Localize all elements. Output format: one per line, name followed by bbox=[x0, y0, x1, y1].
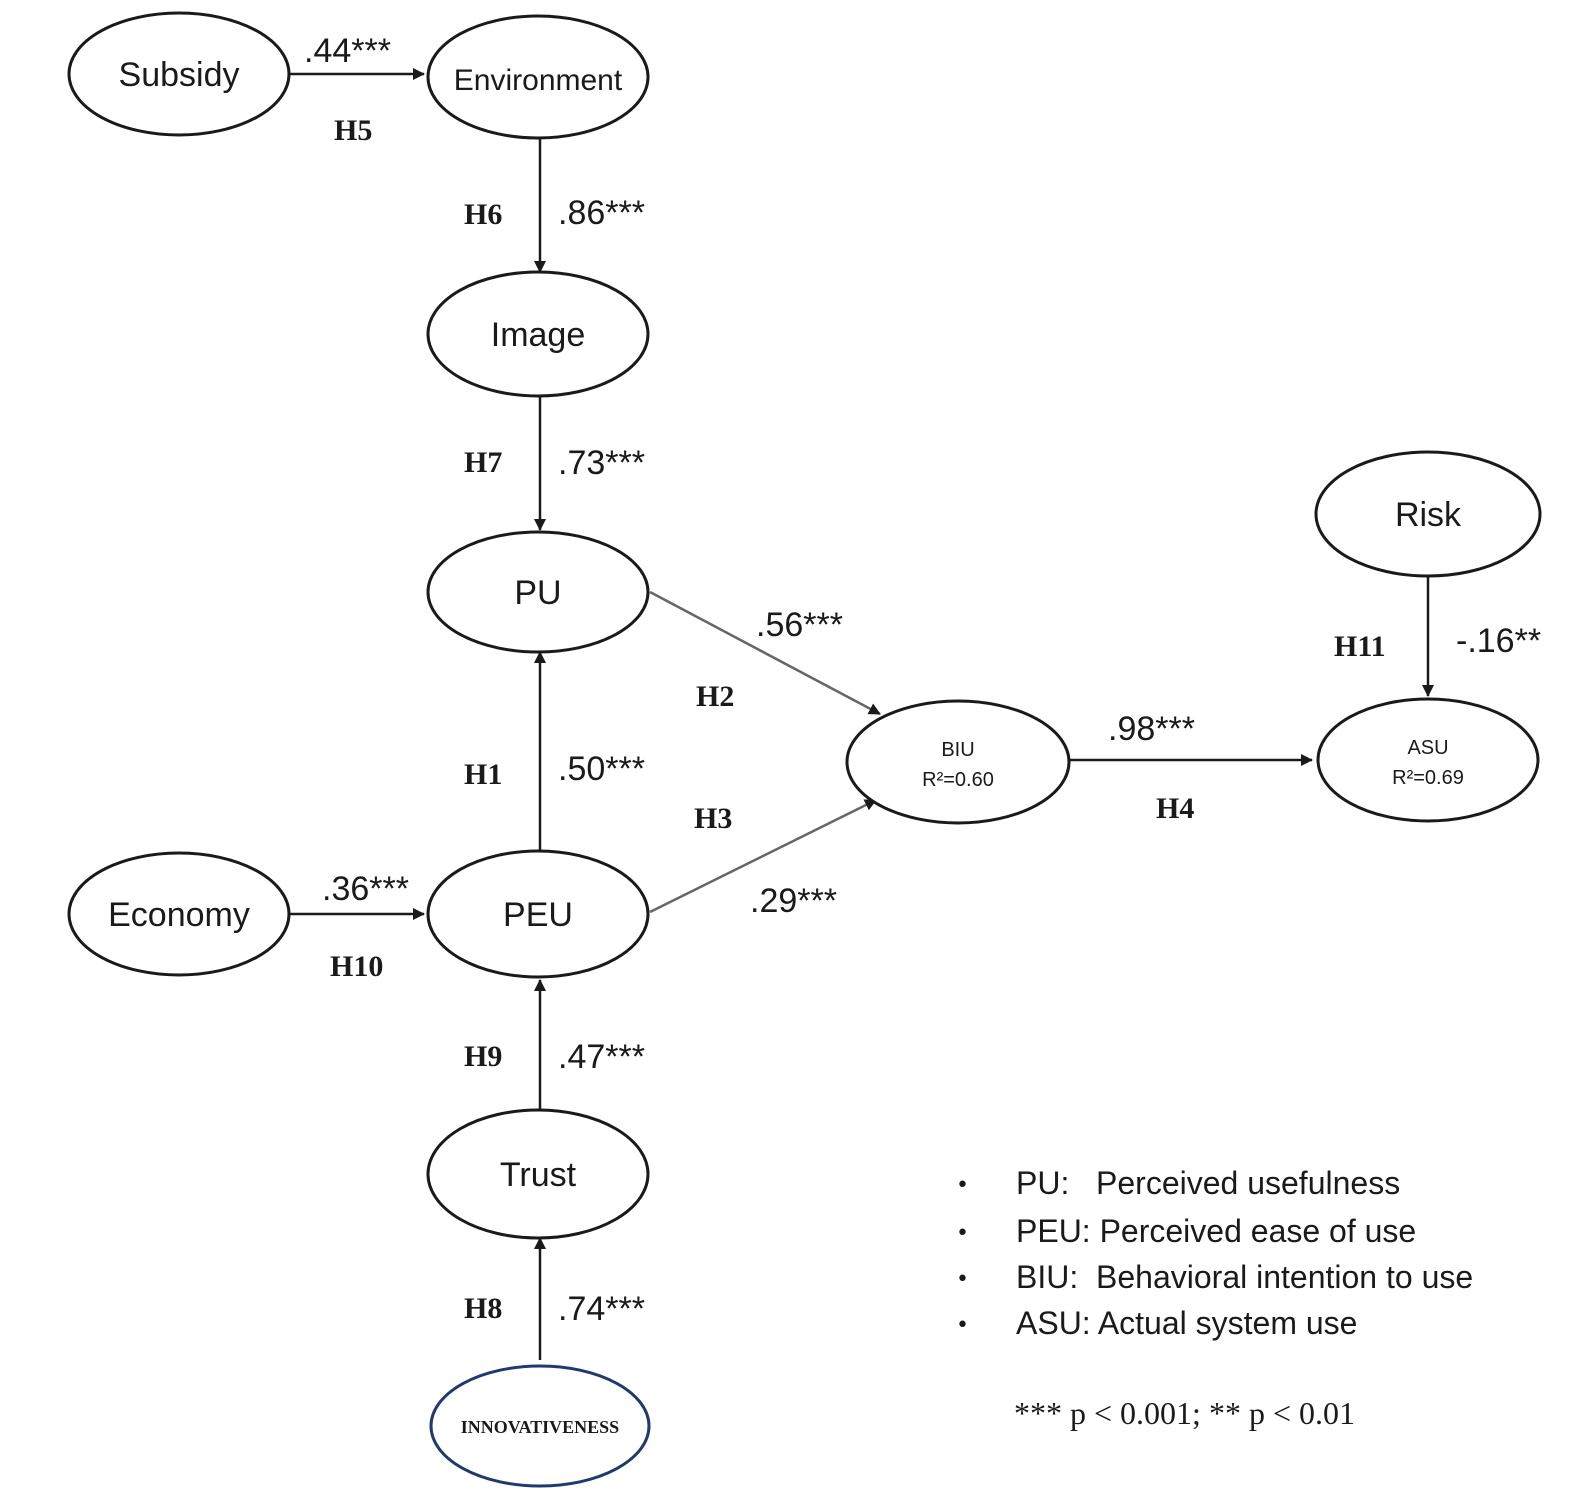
coef-h4: .98*** bbox=[1108, 710, 1195, 748]
coef-h7: .73*** bbox=[558, 444, 645, 482]
coef-h5: .44*** bbox=[304, 32, 391, 70]
legend-item-asu: ASU: Actual system use bbox=[1016, 1305, 1357, 1341]
node-trust-label: Trust bbox=[500, 1156, 577, 1194]
significance-note: *** p < 0.001; ** p < 0.01 bbox=[1014, 1395, 1355, 1431]
node-economy: Economy bbox=[67, 851, 291, 977]
node-risk-label: Risk bbox=[1395, 496, 1462, 534]
node-biu-r2: R²=0.60 bbox=[922, 769, 994, 791]
node-risk: Risk bbox=[1314, 450, 1542, 578]
hyp-h10: H10 bbox=[330, 950, 383, 983]
node-image: Image bbox=[426, 270, 650, 398]
legend-bullet: • bbox=[956, 1221, 969, 1246]
node-environment-label: Environment bbox=[454, 64, 623, 97]
legend-item-pu: PU: Perceived usefulness bbox=[1016, 1165, 1400, 1201]
hyp-h11: H11 bbox=[1334, 630, 1386, 663]
coef-h1: .50*** bbox=[558, 750, 645, 788]
legend: • PU: Perceived usefulness • PEU: Percei… bbox=[956, 1165, 1473, 1431]
hyp-h9: H9 bbox=[464, 1040, 502, 1073]
coef-h6: .86*** bbox=[558, 194, 645, 232]
node-pu-label: PU bbox=[514, 574, 561, 612]
node-asu-label: ASU bbox=[1407, 737, 1448, 759]
hyp-h7: H7 bbox=[464, 446, 502, 479]
coef-h9: .47*** bbox=[558, 1038, 645, 1076]
coef-h11: -.16** bbox=[1456, 622, 1541, 660]
legend-bullet: • bbox=[956, 1313, 969, 1338]
legend-item-peu: PEU: Perceived ease of use bbox=[1016, 1213, 1416, 1249]
hyp-h5: H5 bbox=[334, 114, 372, 147]
node-subsidy-label: Subsidy bbox=[119, 56, 240, 94]
node-biu-label: BIU bbox=[941, 739, 974, 761]
node-image-label: Image bbox=[491, 316, 586, 354]
hyp-h2: H2 bbox=[696, 680, 734, 713]
node-biu: BIU R²=0.60 bbox=[845, 699, 1071, 825]
node-innovativeness-label: INNOVATIVENESS bbox=[461, 1417, 619, 1437]
hyp-h8: H8 bbox=[464, 1292, 502, 1325]
node-trust: Trust bbox=[426, 1108, 650, 1240]
node-innovativeness: INNOVATIVENESS bbox=[429, 1364, 651, 1488]
legend-item-biu: BIU: Behavioral intention to use bbox=[1016, 1259, 1473, 1295]
legend-bullet: • bbox=[956, 1173, 969, 1198]
edge-pu-biu bbox=[649, 590, 881, 716]
hyp-h3: H3 bbox=[694, 802, 732, 835]
node-environment: Environment bbox=[426, 14, 650, 140]
legend-bullet: • bbox=[956, 1267, 969, 1292]
node-peu-label: PEU bbox=[503, 896, 573, 934]
node-peu: PEU bbox=[426, 849, 650, 979]
edge-peu-biu bbox=[649, 798, 877, 914]
hyp-h4: H4 bbox=[1156, 792, 1194, 825]
coef-h3: .29*** bbox=[750, 882, 837, 920]
hyp-h1: H1 bbox=[464, 758, 502, 791]
node-asu-r2: R²=0.69 bbox=[1392, 767, 1464, 789]
hyp-h6: H6 bbox=[464, 198, 502, 231]
node-asu: ASU R²=0.69 bbox=[1316, 697, 1540, 823]
node-subsidy: Subsidy bbox=[67, 11, 291, 137]
coef-h2: .56*** bbox=[756, 606, 843, 644]
coef-h8: .74*** bbox=[558, 1290, 645, 1328]
coef-h10: .36*** bbox=[322, 870, 409, 908]
node-pu: PU bbox=[426, 530, 650, 654]
node-economy-label: Economy bbox=[108, 896, 250, 934]
